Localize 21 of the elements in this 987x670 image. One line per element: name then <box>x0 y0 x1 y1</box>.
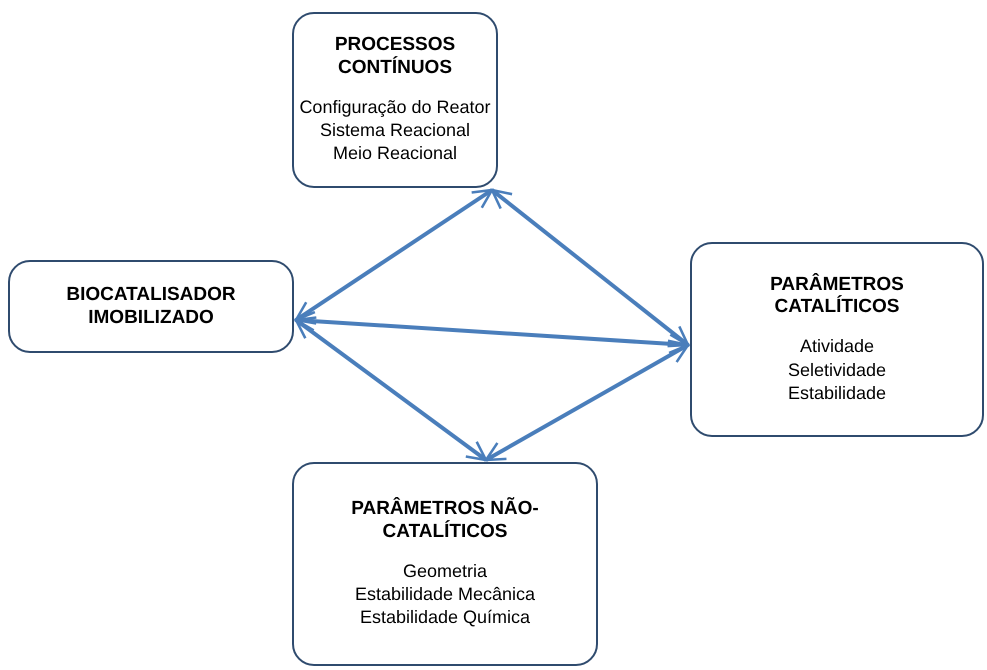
list-item: Sistema Reacional <box>320 119 470 142</box>
double-arrow <box>490 188 690 347</box>
box-heading: PROCESSOS CONTÍNUOS <box>334 34 456 80</box>
box-heading: BIOCATALISADOR IMOBILIZADO <box>65 284 237 330</box>
rounded-box <box>292 12 498 188</box>
list-item: Geometria <box>402 560 488 583</box>
rounded-box <box>8 260 294 353</box>
double-arrow <box>294 188 494 322</box>
box-heading: PARÂMETROS NÃO-CATALÍTICOS <box>350 498 540 544</box>
box-heading: PARÂMETROS CATALÍTICOS <box>769 274 905 320</box>
list-item: Estabilidade Mecânica <box>354 583 536 606</box>
list-item: Estabilidade Química <box>360 606 530 630</box>
list-item: Configuração do Reator <box>299 96 491 119</box>
list-item: Atividade <box>800 335 874 358</box>
list-item: Estabilidade <box>788 382 886 405</box>
list-item: Seletividade <box>788 358 886 382</box>
double-arrow <box>484 343 690 462</box>
list-item: Meio Reacional <box>332 142 458 166</box>
rounded-box <box>690 242 984 437</box>
double-arrow <box>294 318 488 462</box>
rounded-box <box>292 462 598 666</box>
